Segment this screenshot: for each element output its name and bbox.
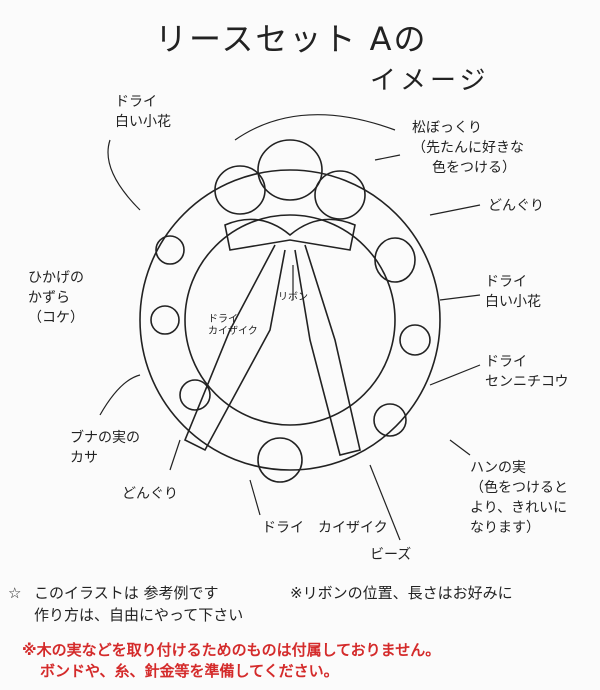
label-alder-cone: ハンの実 （色をつけると より、きれいに なります） — [470, 458, 568, 538]
label-kaizaiku-bottom: ドライ カイザイク — [262, 520, 388, 536]
label-line: 白い小花 — [485, 294, 541, 310]
label-beech-husk: ブナの実の カサ — [70, 428, 140, 468]
label-line: かずら — [28, 290, 70, 306]
label-line: ドライ — [208, 314, 238, 325]
note-free-method: 作り方は、自由にやって下さい — [34, 606, 244, 624]
label-line: 松ぼっくり — [412, 120, 482, 136]
label-line: ハンの実 — [470, 460, 526, 476]
note-illustration-example: このイラストは 参考例です — [34, 584, 219, 602]
label-acorn-right: どんぐり — [488, 198, 544, 214]
note-star-icon: ☆ — [8, 584, 22, 602]
label-gomphrena: ドライ センニチコウ — [485, 352, 568, 392]
label-ribbon: リボン — [278, 292, 308, 303]
label-line: センニチコウ — [485, 374, 569, 390]
note-ribbon-position: ※リボンの位置、長さはお好みに — [290, 584, 513, 602]
label-dry-white-flower-right: ドライ 白い小花 — [485, 272, 541, 312]
label-line: （先たんに好きな — [412, 140, 524, 156]
label-dry-white-flower-top: ドライ 白い小花 — [115, 92, 171, 132]
label-acorn-left: どんぐり — [122, 486, 178, 502]
page-subtitle: イメージ — [370, 66, 490, 96]
label-line: ドライ — [485, 354, 527, 370]
label-line: 白い小花 — [115, 114, 171, 130]
wreath-ring — [139, 169, 441, 471]
page-title: リースセット Aの — [155, 20, 428, 58]
label-line: ドライ — [485, 274, 527, 290]
label-line: より、きれいに — [470, 500, 568, 516]
label-beads: ビーズ — [370, 547, 412, 563]
label-line: ブナの実の — [70, 430, 140, 446]
pinecones — [214, 139, 416, 283]
leader-arrows — [99, 114, 481, 541]
label-kaizaiku-small: ドライ カイザイク — [208, 314, 258, 338]
label-club-moss: ひかげの かずら （コケ） — [28, 268, 84, 328]
warning-line-1: ※木の実などを取り付けるためのものは付属しておりません。 — [22, 641, 441, 659]
label-line: （コケ） — [28, 310, 84, 326]
ribbon-bow — [183, 218, 361, 456]
flowers — [150, 235, 431, 483]
label-line: （色をつけると — [470, 480, 568, 496]
label-line: 色をつける） — [432, 160, 516, 176]
wreath-inner-ring — [184, 214, 396, 426]
warning-line-2: ボンドや、糸、針金等を準備してください。 — [40, 662, 339, 680]
label-line: ドライ — [115, 94, 157, 110]
label-pinecone: 松ぼっくり （先たんに好きな 色をつける） — [412, 118, 524, 178]
label-line: ひかげの — [28, 270, 84, 286]
label-line: カイザイク — [208, 326, 258, 337]
label-line: カサ — [70, 450, 98, 466]
label-line: なります） — [470, 520, 540, 536]
